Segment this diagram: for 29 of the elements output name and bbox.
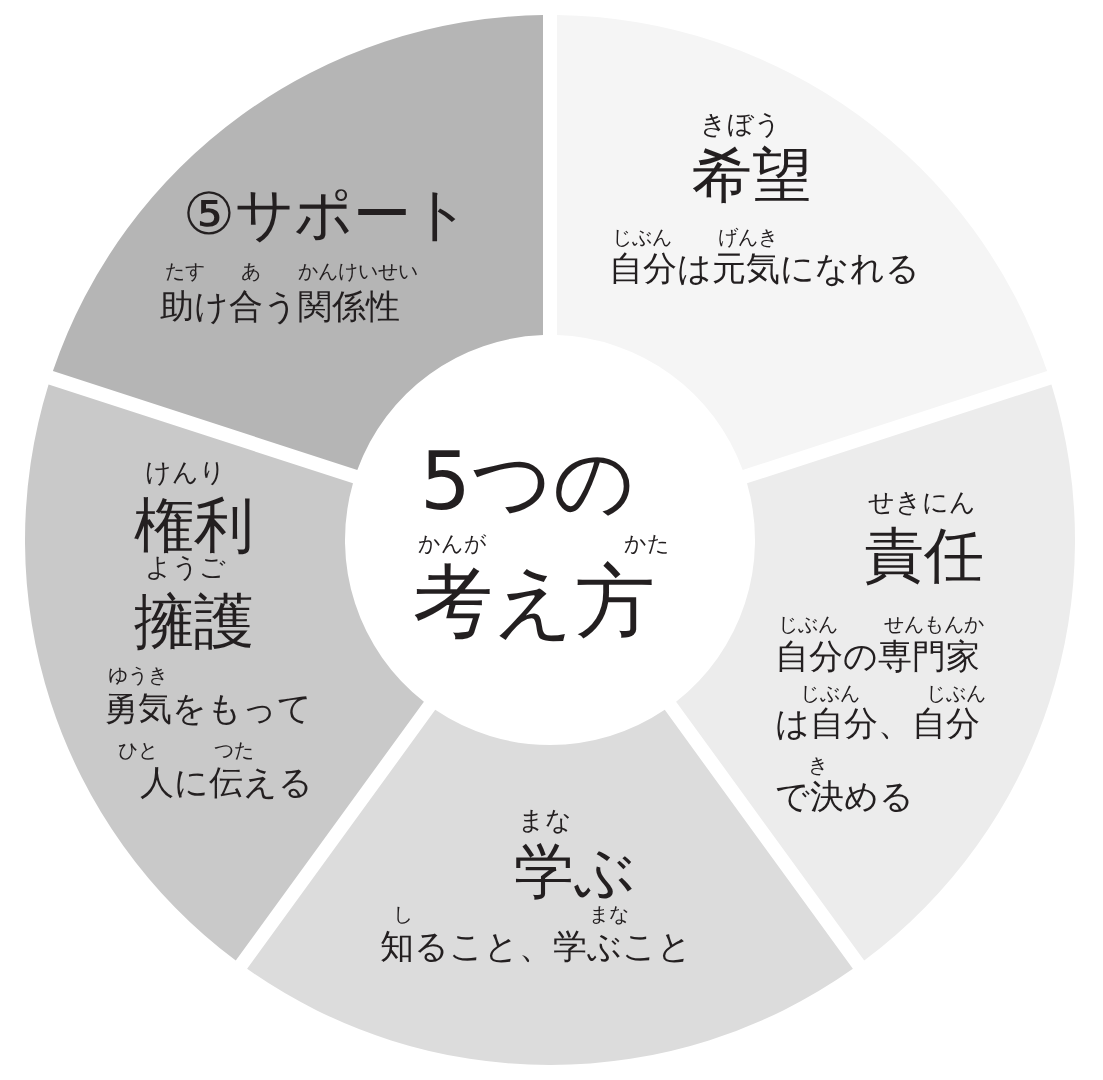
segment-title: せきにん — [868, 488, 976, 517]
segment-description: は自分、自分 — [775, 705, 980, 743]
furigana: じぶん げんき — [612, 226, 779, 248]
furigana: かんが かた — [418, 532, 670, 557]
segment-title: きぼう — [700, 110, 781, 139]
furigana: ゆうき — [108, 664, 168, 686]
furigana: ひと つた — [118, 739, 255, 761]
segment-title: 擁護 — [134, 588, 254, 654]
furigana: し まな — [393, 903, 630, 925]
furigana: たす あ かんけいせい — [165, 260, 418, 282]
segment-description: 自分は元気になれる — [609, 250, 920, 288]
segment-description: 助け合う関係性 — [160, 288, 400, 326]
segment-title: まな — [518, 806, 572, 835]
segment-title: ようご — [145, 553, 226, 582]
segment-description: 知ること、学ぶこと — [380, 928, 692, 966]
segment-description: 人に伝える — [140, 764, 313, 802]
furigana: じぶん せんもんか — [778, 613, 985, 635]
center-title: 5つの — [420, 438, 635, 526]
furigana: き — [808, 754, 828, 776]
segment-description: 勇気をもって — [104, 690, 312, 728]
segment-title: けんり — [145, 458, 226, 487]
segment-title: 希望 — [692, 142, 812, 208]
segment-title: ⑤サポート — [183, 183, 470, 247]
segment-title: 責任 — [864, 522, 984, 588]
segment-description: で決める — [775, 778, 914, 816]
center-title: 考え方 — [413, 558, 655, 646]
furigana: じぶん じぶん — [800, 682, 987, 704]
segment-title: 学ぶ — [514, 838, 635, 904]
segment-description: 自分の専門家 — [775, 638, 980, 676]
